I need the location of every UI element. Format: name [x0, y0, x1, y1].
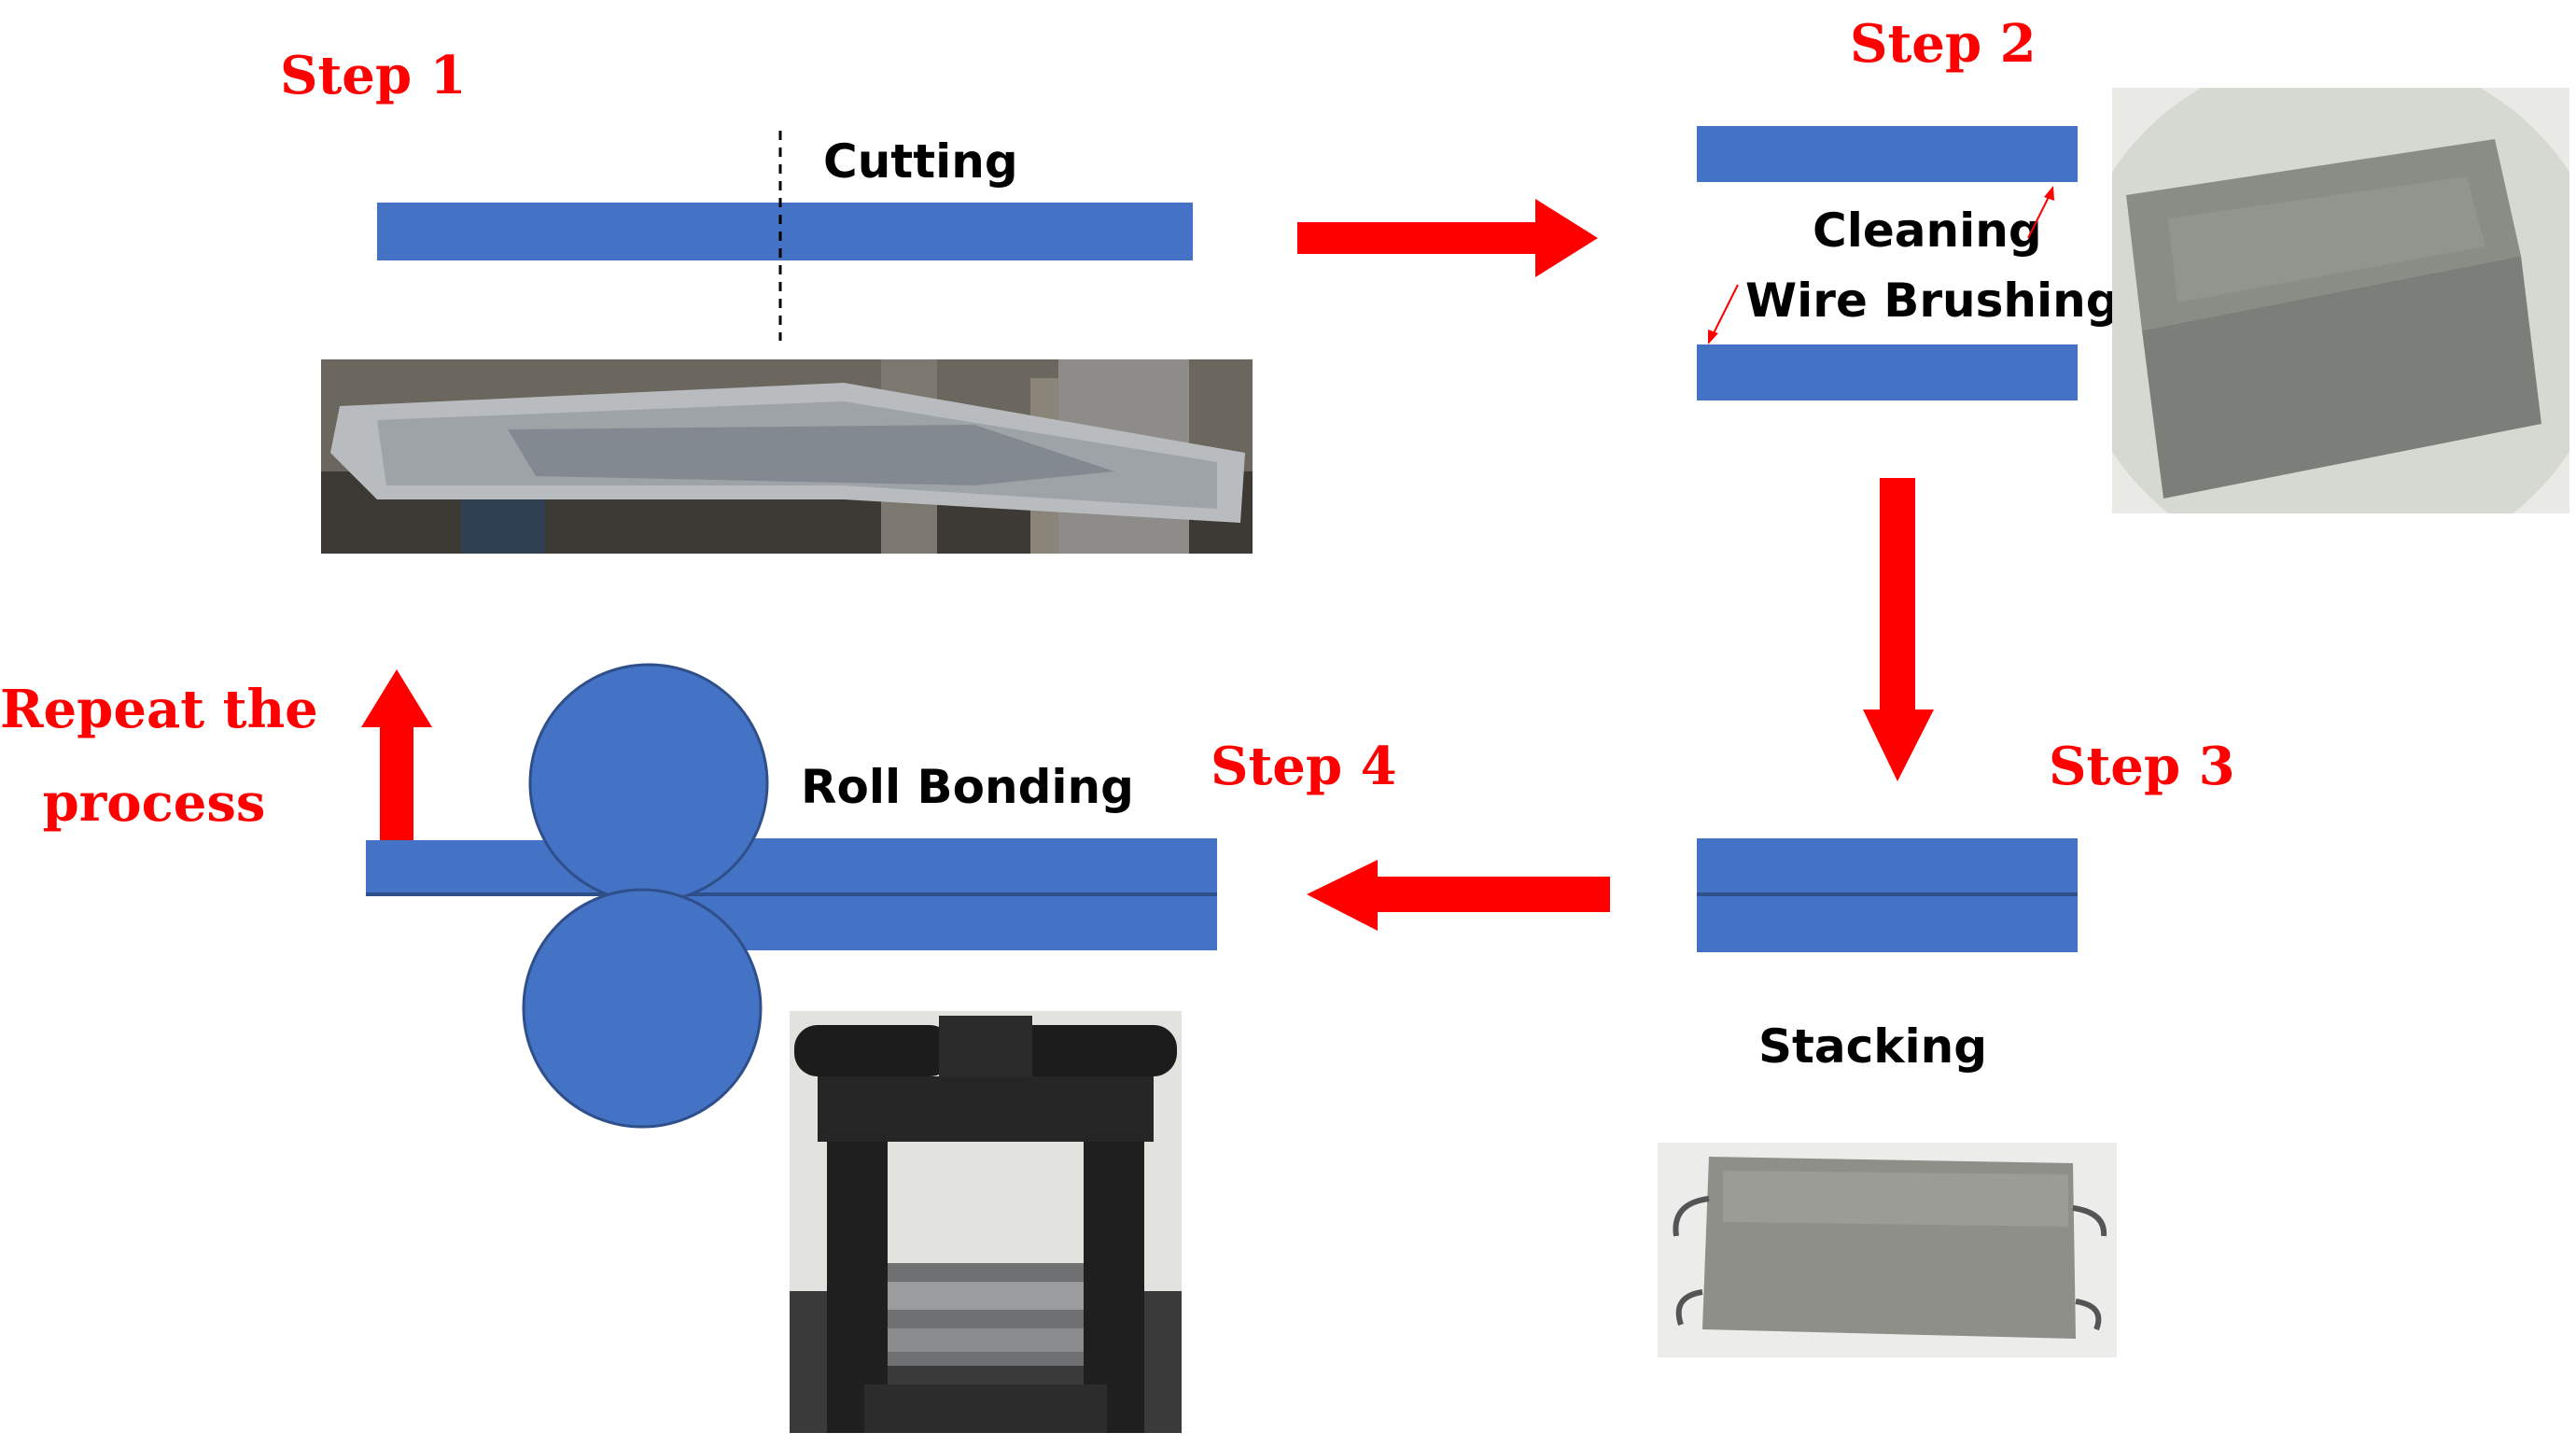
- step-3-label: Step 3: [2049, 736, 2235, 797]
- repeat-line-1: Repeat the: [0, 679, 318, 740]
- cleaning-pointer-arrows: [1708, 186, 2054, 344]
- arrow-step1-to-step2: [1297, 199, 1598, 277]
- rolling-mill-photo: [790, 1011, 1182, 1433]
- cutting-plate: [377, 203, 1193, 260]
- cleaning-photo: [2112, 88, 2569, 513]
- stacked-plates-divider: [1697, 892, 2078, 896]
- lower-roll: [522, 888, 763, 1129]
- arrow-repeat-up: [361, 669, 432, 843]
- cut-line: [778, 131, 782, 341]
- roll-bonding-diagram: [366, 663, 1217, 1129]
- repeat-line-2: process: [42, 772, 266, 834]
- repeat-process-label: Repeat the process: [0, 663, 318, 850]
- cleaning-bottom-plate: [1697, 344, 2078, 400]
- arrow-step3-to-step4: [1307, 860, 1610, 931]
- wire-brushing-label: Wire Brushing: [1745, 274, 2120, 328]
- cut-strip-photo: [321, 359, 1253, 554]
- step-1-label: Step 1: [280, 45, 467, 106]
- arrow-step2-to-step3: [1863, 478, 1934, 781]
- stacking-photo: [1658, 1143, 2117, 1357]
- cleaning-label: Cleaning: [1813, 204, 2042, 258]
- upper-roll: [528, 663, 769, 904]
- cutting-label: Cutting: [823, 134, 1018, 189]
- cleaning-top-plate: [1697, 126, 2078, 182]
- stacking-label: Stacking: [1758, 1019, 1988, 1074]
- step-2-label: Step 2: [1850, 13, 2037, 75]
- roll-bonding-label: Roll Bonding: [801, 760, 1134, 814]
- step-4-label: Step 4: [1211, 736, 1397, 797]
